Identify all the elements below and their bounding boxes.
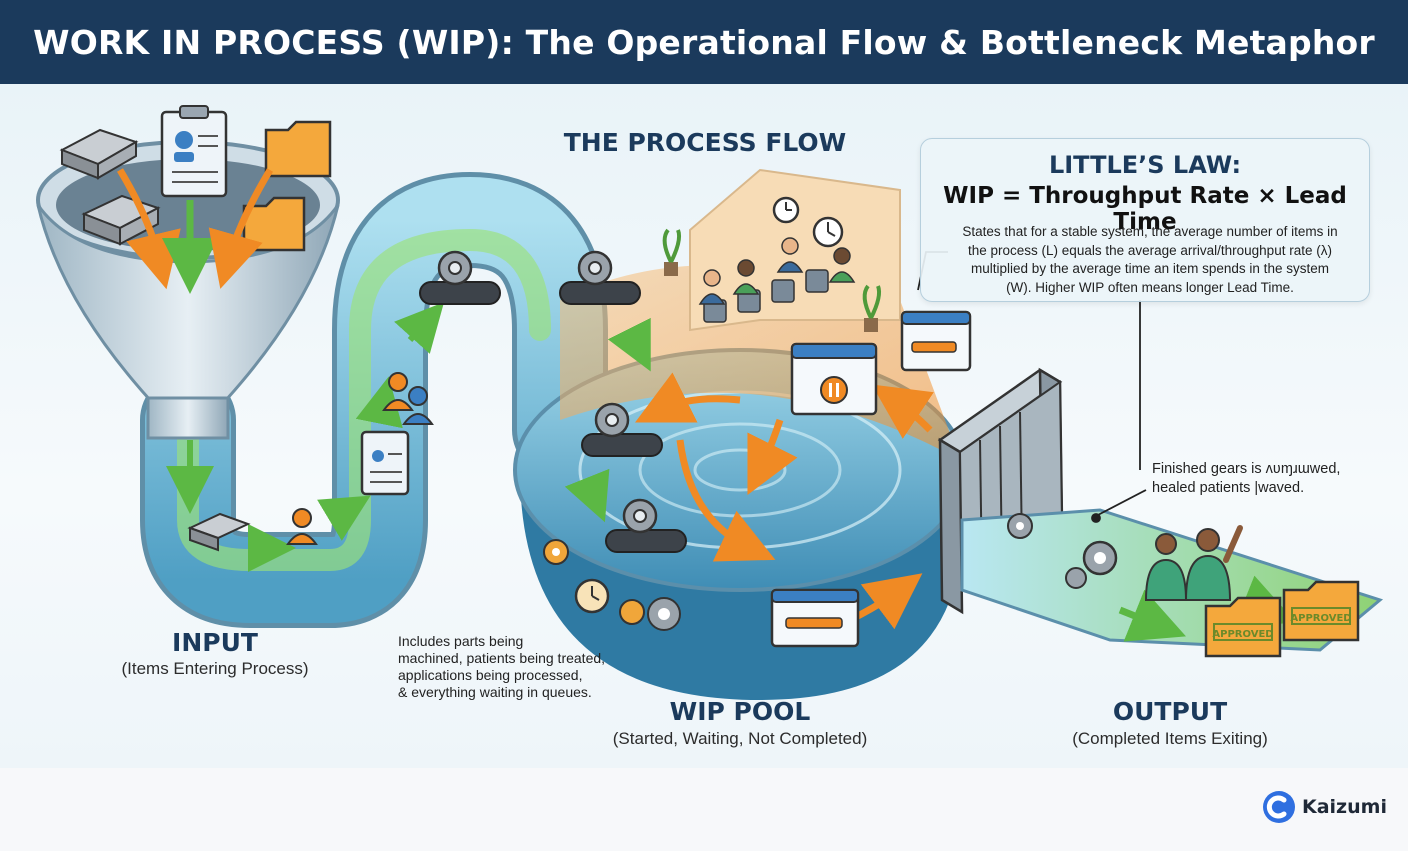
- chair-icon: [703, 269, 829, 323]
- output-label: OUTPUT: [1112, 697, 1228, 726]
- pause-icon: [820, 376, 848, 404]
- wip-note-line: & everything waiting in queues.: [398, 684, 592, 700]
- littles-law-description: States that for a stable system, the ave…: [951, 223, 1349, 297]
- person-icon: [382, 372, 434, 425]
- input-label: INPUT: [172, 628, 258, 657]
- conveyor-icon: [419, 250, 501, 305]
- conveyor-icon: [581, 402, 663, 457]
- input-arrows: [116, 168, 274, 294]
- littles-law-line: the process (L) equals the average arriv…: [968, 242, 1332, 258]
- kaizumi-logo-icon: [1263, 791, 1295, 823]
- browser-window-icon: [900, 310, 972, 372]
- folder-icon: APPROVED: [1204, 596, 1282, 658]
- littles-law-line: (W). Higher WIP often means longer Lead …: [1006, 279, 1294, 295]
- output-sublabel: (Completed Items Exiting): [1072, 729, 1268, 748]
- metal-bar-icon: [187, 512, 251, 552]
- littles-law-heading: LITTLE’S LAW:: [1048, 151, 1242, 179]
- stamp-text: APPROVED: [1212, 629, 1273, 640]
- folder-icon: APPROVED: [1282, 580, 1360, 642]
- wip-pool-note: Includes parts being machined, patients …: [398, 633, 638, 701]
- gear-icon: [619, 597, 681, 631]
- gear-icon: [543, 539, 569, 565]
- clipboard-icon: [360, 430, 410, 496]
- process-tube: [140, 171, 608, 628]
- conveyor-icon: [605, 498, 687, 553]
- page-title: WORK IN PROCESS (WIP): The Operational F…: [33, 22, 1375, 62]
- stamp-text: APPROVED: [1290, 613, 1351, 624]
- browser-window-icon: [770, 588, 860, 648]
- brand-name: Kaizumi: [1302, 796, 1387, 818]
- person-icon: [1144, 533, 1188, 601]
- clock-icon: [574, 578, 610, 614]
- person-icon: [698, 237, 856, 305]
- littles-law-box: LITTLE’S LAW: WIP = Throughput Rate × Le…: [920, 138, 1370, 302]
- person-icon: [286, 508, 318, 545]
- gear-icon: [1082, 540, 1118, 576]
- input-sublabel: (Items Entering Process): [121, 659, 309, 678]
- conveyor-icon: [559, 250, 641, 305]
- wip-pool-sublabel: (Started, Waiting, Not Completed): [612, 729, 868, 748]
- wip-pool-label: WIP POOL: [669, 697, 811, 726]
- brand: Kaizumi: [1262, 790, 1387, 824]
- folder-icon: [264, 120, 332, 178]
- output-note: Finished gears is ʌʋɱɹɯwed, healed patie…: [1152, 460, 1352, 498]
- output-note-line: Finished gears is ʌʋɱɹɯwed,: [1152, 461, 1341, 477]
- person-icon: [1184, 525, 1243, 601]
- metal-bar-icon: [59, 128, 139, 180]
- tube-items: [166, 302, 651, 572]
- footer: [0, 768, 1408, 851]
- waiting-room: [662, 168, 901, 332]
- plant-icon: [862, 284, 882, 332]
- clock-icon: [772, 196, 800, 224]
- littles-law-line: States that for a stable system, the ave…: [962, 224, 1338, 239]
- plant-icon: [662, 228, 682, 276]
- gear-icon: [1007, 513, 1033, 539]
- wip-note-line: Includes parts being: [398, 633, 524, 649]
- process-flow-label: THE PROCESS FLOW: [563, 128, 847, 157]
- clipboard-icon: [160, 105, 228, 198]
- wip-note-line: machined, patients being treated,: [398, 650, 606, 666]
- output-note-line: healed patients |waved.: [1152, 480, 1305, 496]
- littles-law-formula: WIP = Throughput Rate × Lead Time: [943, 183, 1347, 235]
- gear-icon: [1065, 567, 1087, 589]
- wip-note-line: applications being processed,: [398, 667, 583, 683]
- clock-icon: [812, 216, 844, 248]
- title-bar: WORK IN PROCESS (WIP): The Operational F…: [0, 0, 1408, 84]
- littles-law-line: multiplied by the average time an item s…: [971, 261, 1329, 276]
- browser-window-icon: [790, 342, 878, 416]
